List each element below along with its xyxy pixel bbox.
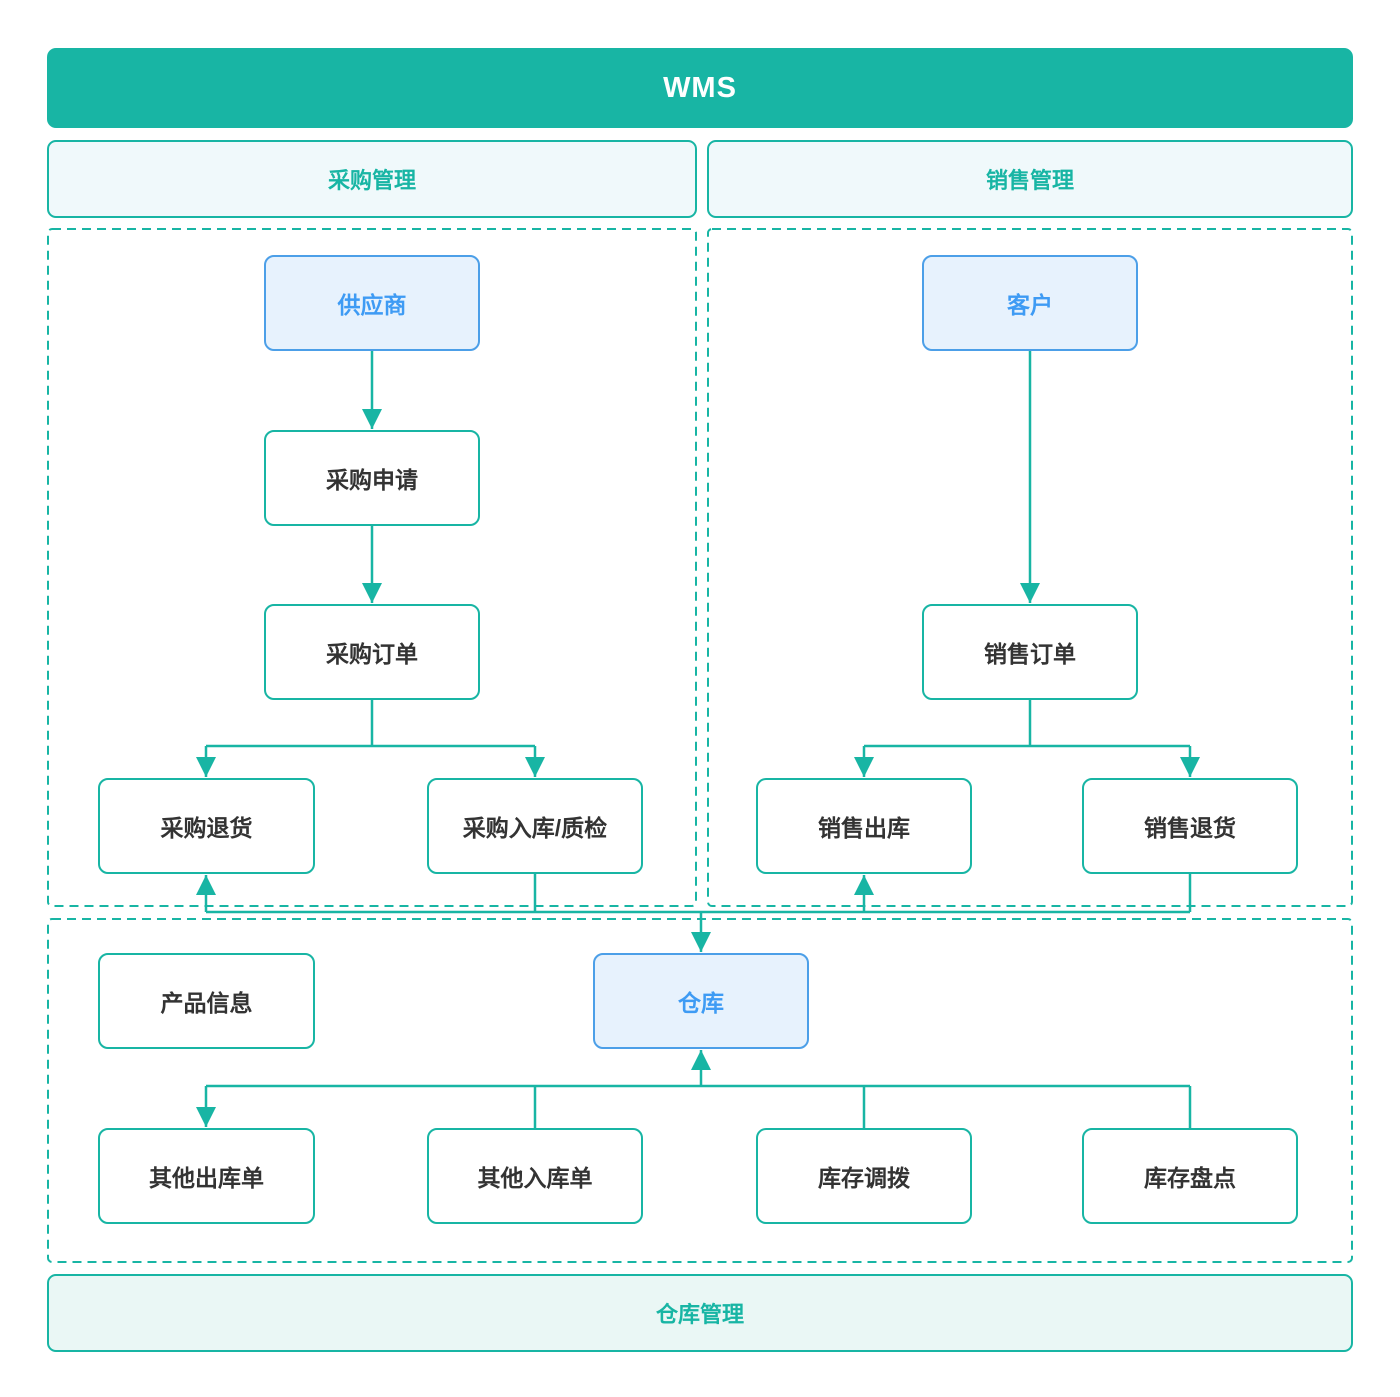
node-purchase-request: 采购申请	[264, 430, 480, 526]
node-other-outbound: 其他出库单	[98, 1128, 315, 1224]
sales-section-label: 销售管理	[985, 168, 1074, 193]
warehouse-section-banner: 仓库管理	[47, 1274, 1353, 1352]
sales-section-header: 销售管理	[707, 140, 1353, 218]
edge-warehouse-bus	[196, 1050, 1192, 1128]
purchase-region-border	[47, 228, 697, 907]
edge-sales-order-split	[854, 700, 1200, 777]
node-stock-count: 库存盘点	[1082, 1128, 1298, 1224]
purchase-section-header: 采购管理	[47, 140, 697, 218]
node-sales-outbound: 销售出库	[756, 778, 972, 874]
node-supplier: 供应商	[264, 255, 480, 351]
node-stock-transfer: 库存调拨	[756, 1128, 972, 1224]
node-purchase-return: 采购退货	[98, 778, 315, 874]
edge-purchase-order-split	[196, 700, 545, 777]
wms-title: WMS	[663, 71, 737, 104]
sales-region-border	[707, 228, 1353, 907]
warehouse-section-label: 仓库管理	[655, 1302, 744, 1327]
node-purchase-inbound-qc: 采购入库/质检	[427, 778, 643, 874]
node-sales-return: 销售退货	[1082, 778, 1298, 874]
node-other-inbound: 其他入库单	[427, 1128, 643, 1224]
node-purchase-order: 采购订单	[264, 604, 480, 700]
node-sales-order: 销售订单	[922, 604, 1138, 700]
node-warehouse: 仓库	[593, 953, 809, 1049]
wms-title-banner: WMS	[47, 48, 1353, 128]
purchase-section-label: 采购管理	[327, 168, 416, 193]
node-customer: 客户	[922, 255, 1138, 351]
edge-inbound-bus	[196, 874, 1192, 952]
node-product-info: 产品信息	[98, 953, 315, 1049]
